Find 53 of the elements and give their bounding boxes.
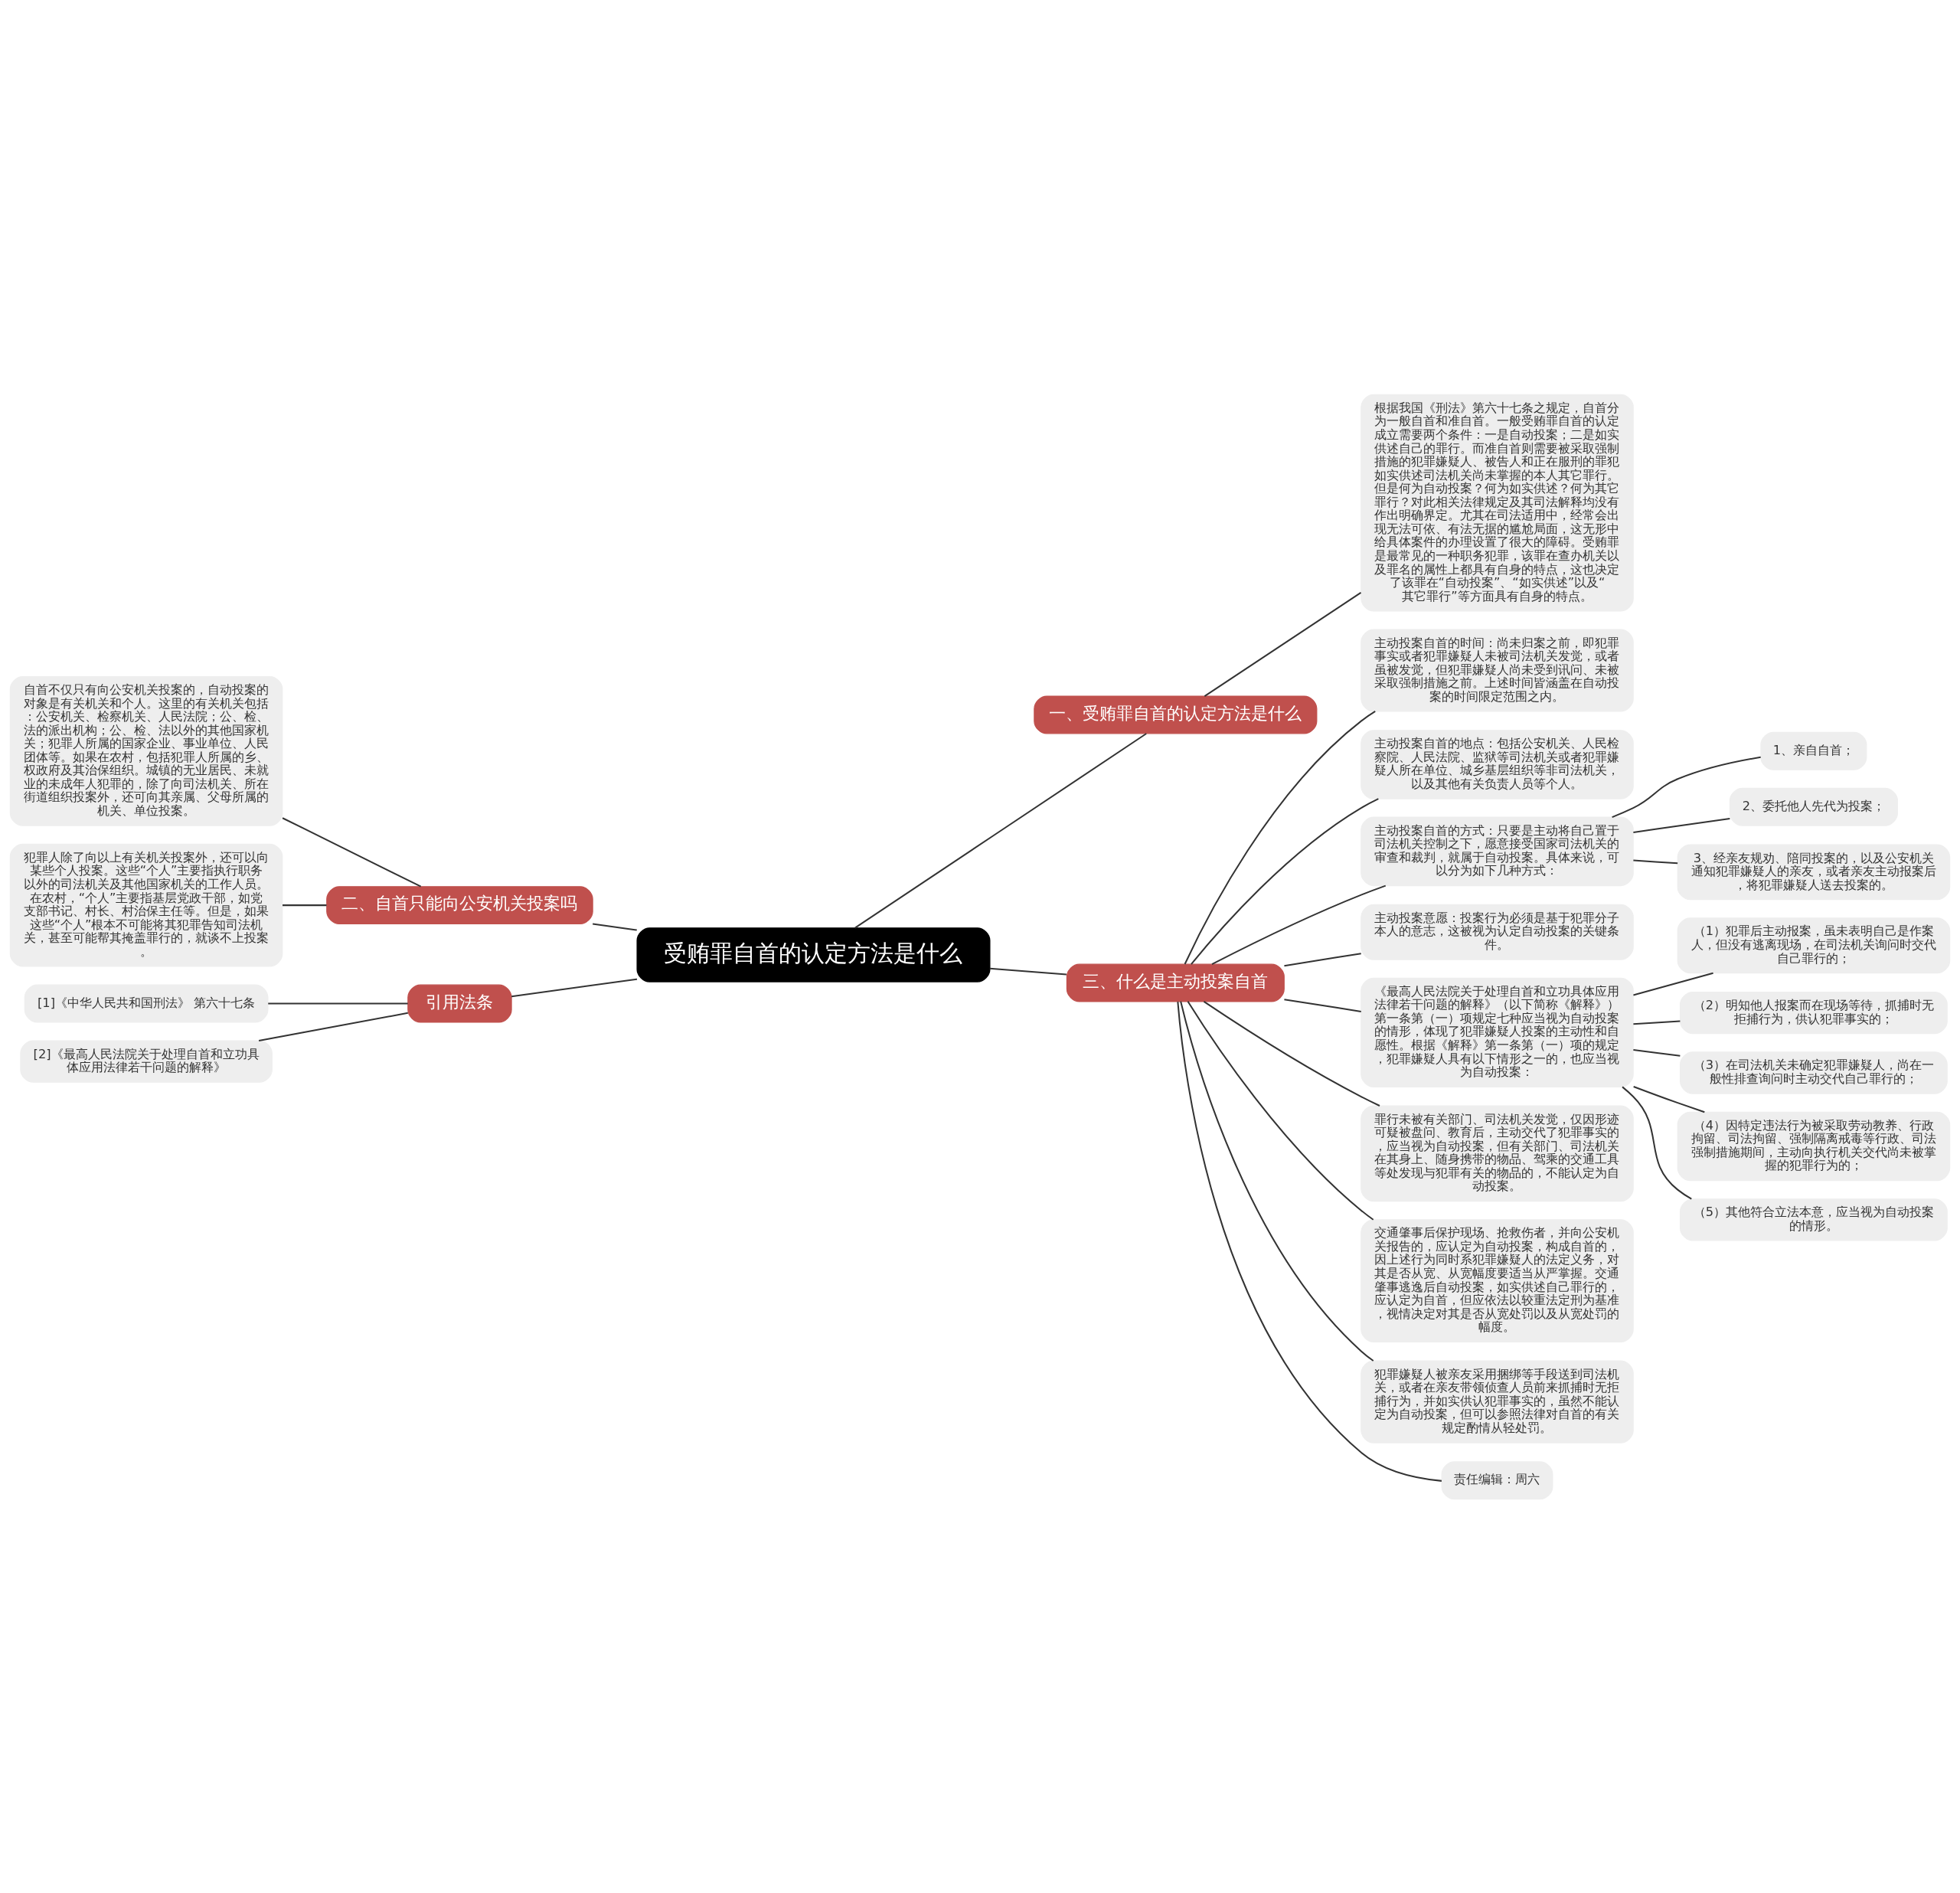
node-box: （5）其他符合立法本意，应当视为自动投案的情形。 xyxy=(1679,1198,1948,1241)
connector xyxy=(1211,884,1387,965)
node-box: 2、委托他人先代为投案； xyxy=(1729,787,1898,826)
node-box: （4）因特定违法行为被采取劳动教养、行政拘留、司法拘留、强制隔离戒毒等行政、司法强制措施期间，主动向执行机关交代尚未被掌握的犯罪行为的； xyxy=(1677,1111,1951,1181)
node-box: [1]《中华人民共和国刑法》 第六十七条 xyxy=(24,983,269,1022)
node-box: （1）犯罪后主动报案，虽未表明自己是作案人，但没有逃离现场，在司法机关询问时交代自己罪行的； xyxy=(1677,917,1951,973)
connector xyxy=(1612,756,1761,818)
connector xyxy=(1633,858,1678,864)
connector xyxy=(1191,797,1379,965)
connector xyxy=(1284,998,1361,1012)
node-box: 主动投案自首的方式：只要是主动将自己置于司法机关控制之下，愿意接受国家司法机关的审查和裁判，就属于自动投案。具体来说，可以分为如下几种方式： xyxy=(1361,816,1634,886)
connector xyxy=(1180,1001,1374,1362)
node-box: 主动投案自首的时间：尚未归案之前，即犯罪事实或者犯罪嫌疑人未被司法机关发觉，或者虽被发觉，但犯罪嫌疑人尚未受到讯问、未被采取强制措施之前。上述时间皆涵盖在自动投案的时间限定范围之内。 xyxy=(1361,628,1634,711)
node-box: 三、什么是主动投案自首 xyxy=(1066,963,1285,1002)
connector xyxy=(1203,1000,1380,1107)
connector xyxy=(1633,1085,1705,1113)
node-box: （3）在司法机关未确定犯罪嫌疑人，尚在一般性排查询问时主动交代自己罪行的； xyxy=(1679,1051,1948,1094)
connector xyxy=(1284,952,1361,966)
node-box: 二、自首只能向公安机关投案吗 xyxy=(326,885,593,924)
connector xyxy=(593,922,637,931)
connector xyxy=(1622,1086,1692,1200)
connector xyxy=(1633,972,1713,996)
connector xyxy=(511,978,638,997)
node-box: 《最高人民法院关于处理自首和立功具体应用法律若干问题的解释》（以下简称《解释》）第一条第（一）项规定七种应当视为自动投案的情形，体现了犯罪嫌疑人投案的主动性和自愿性。根据《解释》第一条第（一）项的规定，犯罪嫌疑人具有以下情形之一的，也应当视为自动投案： xyxy=(1361,977,1634,1087)
node-box: 责任编辑：周六 xyxy=(1441,1460,1553,1499)
connector xyxy=(1204,591,1362,697)
node-box: 引用法条 xyxy=(407,983,512,1022)
node-box: 主动投案自首的地点：包括公安机关、人民检察院、人民法院、监狱等司法机关或者犯罪嫌疑人所在单位、城乡基层组织等非司法机关，以及其他有关负责人员等个人。 xyxy=(1361,729,1634,799)
node-box: 交通肇事后保护现场、抢救伤者，并向公安机关报告的，应认定为自动投案，构成自首的，因上述行为同时系犯罪嫌疑人的法定义务，对其是否从宽、从宽幅度要适当从严掌握。交通肇事逃逸后自动投案，如实供述自己罪行的，应认定为自首，但应依法以较重法定刑为基准，视情决定对其是否从宽处罚以及从宽处罚的幅度。 xyxy=(1361,1218,1634,1342)
node-box: （2）明知他人报案而在现场等待，抓捕时无拒捕行为，供认犯罪事实的； xyxy=(1679,991,1948,1034)
node-box: 罪行未被有关部门、司法机关发觉，仅因形迹可疑被盘问、教育后，主动交代了犯罪事实的，应当视为自动投案，但有关部门、司法机关在其身上、随身携带的物品、驾乘的交通工具等处发现与犯罪有关的物品的，不能认定为自动投案。 xyxy=(1361,1105,1634,1202)
connector xyxy=(1177,1001,1442,1482)
connector xyxy=(990,967,1067,975)
connector xyxy=(854,732,1147,928)
node-box: 3、经亲友规劝、陪同投案的，以及公安机关通知犯罪嫌疑人的亲友，或者亲友主动报案后，将犯罪嫌疑人送去投案的。 xyxy=(1677,843,1951,900)
node-box: 受贿罪自首的认定方法是什么 xyxy=(636,927,991,982)
node-box: 犯罪人除了向以上有关机关投案外，还可以向某些个人投案。这些“个人”主要指执行职务以外的司法机关及其他国家机关的工作人员。在农村，“个人”主要指基层党政干部，如党支部书记、村长、村治保主任等。但是，如果这些“个人”根本不可能将其犯罪告知司法机关，甚至可能帮其掩盖罪行的，就谈不上投案。 xyxy=(9,843,283,966)
connector xyxy=(283,904,327,906)
node-box: 自首不仅只有向公安机关投案的，自动投案的对象是有关机关和个人。这里的有关机关包括：公安机关、检察机关、人民法院；公、检、法的派出机构；公、检、法以外的其他国家机关；犯罪人所属的国家企业、事业单位、人民团体等。如果在农村，包括犯罪人所属的乡、权政府及其治保组织。城镇的无业居民、未就业的未成年人犯罪的，除了向司法机关、所在街道组织投案外，还可向其亲属、父母所属的机关、单位投案。 xyxy=(9,675,283,826)
connector xyxy=(1633,1019,1681,1025)
node-box: 根据我国《刑法》第六十七条之规定，自首分为一般自首和准自首。一般受贿罪自首的认定成立需要两个条件：一是自动投案；二是如实供述自己的罪行。而准自首则需要被采取强制措施的犯罪嫌疑人、被告人和正在服刑的罪犯如实供述司法机关尚未掌握的本人其它罪行。但是何为自动投案？何为如实供述？何为其它罪行？对此相关法律规定及其司法解释均没有作出明确界定。尤其在司法适用中，经常会出现无法可依、有法无据的尴尬局面，这无形中给具体案件的办理设置了很大的障碍。受贿罪是最常见的一种职务犯罪，该罪在查办机关以及罪名的属性上都具有自身的特点，这也决定了该罪在“自动投案”、“如实供述”以及“其它罪行”等方面具有自身的特点。 xyxy=(1361,394,1634,611)
connector xyxy=(258,1012,408,1041)
connector xyxy=(1184,710,1376,964)
connector xyxy=(1633,1048,1681,1057)
node-box: 犯罪嫌疑人被亲友采用捆绑等手段送到司法机关，或者在亲友带领侦查人员前来抓捕时无拒捕行为，并如实供认犯罪事实的，虽然不能认定为自动投案，但可以参照法律对自首的有关规定酌情从轻处罚。 xyxy=(1361,1360,1634,1443)
node-box: [2]《最高人民法院关于处理自首和立功具体应用法律若干问题的解释》 xyxy=(20,1039,273,1083)
connector xyxy=(282,816,422,888)
connector xyxy=(1187,1000,1374,1221)
connector xyxy=(1633,817,1730,833)
connector xyxy=(268,1002,408,1004)
node-box: 主动投案意愿：投案行为必须是基于犯罪分子本人的意志，这被视为认定自动投案的关键条件。 xyxy=(1361,904,1634,960)
node-box: 1、亲自自首； xyxy=(1760,731,1867,770)
node-box: 一、受贿罪自首的认定方法是什么 xyxy=(1034,695,1318,734)
